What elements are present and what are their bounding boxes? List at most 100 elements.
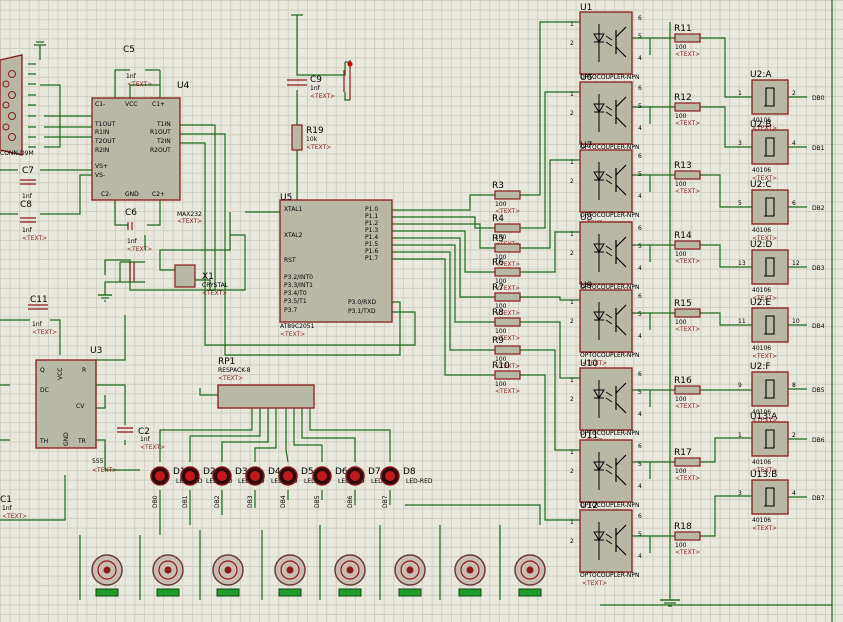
c11-text: <TEXT> <box>32 329 57 336</box>
optocoupler-part: OPTOCOUPLER-NPN <box>580 74 639 81</box>
c11-ref: C11 <box>30 295 48 305</box>
rp1-text: <TEXT> <box>218 375 243 382</box>
opto-pin: 4 <box>638 411 642 418</box>
buffer-part: 40106 <box>752 167 771 174</box>
opto-pin: 1 <box>570 299 574 306</box>
c1-text: <TEXT> <box>2 513 27 520</box>
buffer-text: <TEXT> <box>752 175 777 182</box>
opto-pin: 4 <box>638 193 642 200</box>
schmitt-trigger-body <box>751 307 789 343</box>
optocoupler-text: <TEXT> <box>582 580 607 587</box>
c7-ref: C7 <box>22 166 34 176</box>
buffer-net: DB4 <box>812 323 825 330</box>
resistor-icon <box>494 345 521 355</box>
led-net: DB3 <box>247 495 254 508</box>
speaker-cone <box>460 560 480 580</box>
speaker-center <box>406 566 414 574</box>
resistor-value: 100 <box>675 396 687 403</box>
buffer-part: 40106 <box>752 517 771 524</box>
led-lens <box>250 471 260 481</box>
speaker-cone <box>520 560 540 580</box>
resistor-value: 100 <box>675 181 687 188</box>
resistor-value: 100 <box>675 251 687 258</box>
u5-pin-l4: P3.3/INT1 <box>284 282 313 289</box>
resistor-value: 100 <box>495 254 507 261</box>
r19-text: <TEXT> <box>306 144 331 151</box>
hysteresis-icon <box>764 429 775 449</box>
c9-text: <TEXT> <box>310 93 335 100</box>
hysteresis-icon <box>764 315 775 335</box>
u3-pin-r: R <box>82 367 86 374</box>
r19-value: 10k <box>306 136 318 143</box>
led-diode-icon <box>593 302 605 340</box>
resistor-icon <box>494 317 521 327</box>
led-net: DB6 <box>347 495 354 508</box>
optocoupler-body <box>579 367 633 431</box>
opto-pin: 2 <box>570 178 574 185</box>
u5-pin-r4: P1.4 <box>365 234 378 241</box>
opto-pin: 6 <box>638 443 642 450</box>
speaker-center <box>286 566 294 574</box>
led-lens <box>283 471 293 481</box>
u5-pin-r8: P3.0/RXD <box>348 299 376 306</box>
led-group: D1LED-REDDB0D2LED-REDDB1D3LED-REDDB2D4LE… <box>150 466 433 508</box>
c2-value: 1nf <box>140 436 151 443</box>
buffer-text: <TEXT> <box>752 235 777 242</box>
led-lens <box>385 471 395 481</box>
optocoupler-group: U1OPTOCOUPLER-NPN<TEXT>12654U6OPTOCOUPLE… <box>570 3 642 587</box>
schmitt-trigger-body <box>751 249 789 285</box>
buffer-out-pin: 2 <box>792 90 796 97</box>
resistor-ref: R14 <box>674 231 692 241</box>
buffer-text: <TEXT> <box>752 417 777 424</box>
optocoupler-ref: U1 <box>580 3 592 13</box>
optocoupler-body <box>579 11 633 75</box>
opto-pin: 6 <box>638 15 642 22</box>
u4-gnd: GND <box>125 191 139 198</box>
resistor-icon <box>674 102 701 112</box>
u5-pin-l6: P3.5/T1 <box>284 298 307 305</box>
u4-pin-l7: C2- <box>101 191 111 198</box>
resistor-ref: R8 <box>492 308 504 318</box>
resistor-icon <box>494 243 521 253</box>
buffer-out-pin: 4 <box>792 140 796 147</box>
resistor-text: <TEXT> <box>675 258 700 265</box>
resistor-icon <box>674 240 701 250</box>
resistor-ref: R16 <box>674 376 692 386</box>
buffer-part: 40106 <box>752 117 771 124</box>
optocoupler-ref: U6 <box>580 73 593 83</box>
speaker-center <box>224 566 232 574</box>
opto-pin: 1 <box>570 377 574 384</box>
optocoupler-body <box>579 149 633 213</box>
resistor-icon <box>674 308 701 318</box>
c6-text: <TEXT> <box>127 246 152 253</box>
led-ref: D3 <box>235 467 248 477</box>
resistor-text: <TEXT> <box>675 120 700 127</box>
u5-text: <TEXT> <box>280 331 305 338</box>
c9-value: 1nf <box>310 85 321 92</box>
u5-part: AT89C2051 <box>280 323 315 330</box>
c6-ref: C6 <box>125 208 137 218</box>
u5-pin-l1: XTAL2 <box>284 232 303 239</box>
opto-pin: 2 <box>570 40 574 47</box>
u4-body <box>91 97 181 201</box>
opto-pin: 5 <box>638 33 642 40</box>
optocoupler-part: OPTOCOUPLER-NPN <box>580 502 639 509</box>
buffer-net: DB0 <box>812 95 825 102</box>
buzzer-base-icon <box>398 588 422 597</box>
optocoupler-ref: U7 <box>580 141 592 151</box>
light-arrow-icon <box>605 463 613 475</box>
opto-pin: 2 <box>570 538 574 545</box>
u5-pin-r0: P1.0 <box>365 206 378 213</box>
resistor-icon <box>494 267 521 277</box>
optocoupler-body <box>579 289 633 353</box>
u4-pin-r3: T2IN <box>156 138 171 145</box>
led-diode-icon <box>593 380 605 418</box>
led-diode-icon <box>593 234 605 272</box>
